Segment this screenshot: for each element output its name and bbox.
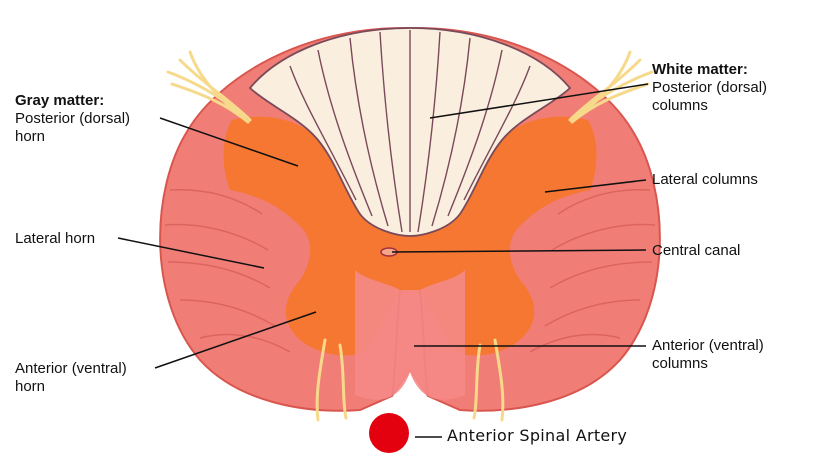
posterior-horn-line1: Posterior (dorsal) [15, 110, 131, 127]
anterior-columns-label: Anterior (ventral) columns [652, 337, 764, 373]
anterior-spinal-artery-label: Anterior Spinal Artery [447, 426, 628, 445]
central-canal-label: Central canal [652, 242, 740, 260]
central-canal-text: Central canal [652, 242, 741, 259]
posterior-columns-line2: columns [652, 97, 708, 114]
lateral-horn-text: Lateral horn [15, 230, 96, 247]
leader-lines [117, 83, 649, 438]
posterior-columns-line1: Posterior (dorsal) [652, 79, 768, 96]
posterior-horn-line2: horn [15, 128, 46, 145]
anterior-horn-line2: horn [15, 378, 46, 395]
anterior-horn-line1: Anterior (ventral) [15, 360, 127, 377]
anterior-horn-label: Anterior (ventral) horn [15, 360, 127, 396]
lateral-horn-label: Lateral horn [15, 230, 95, 248]
dorsal-rootlets-left [166, 50, 252, 124]
white-matter-posterior-columns-label: White matter: Posterior (dorsal) columns [652, 61, 767, 115]
lateral-columns-text: Lateral columns [652, 171, 758, 188]
gray-matter-posterior-horn-label: Gray matter: Posterior (dorsal) horn [15, 92, 130, 146]
ventral-rootlets [315, 338, 505, 422]
gray-matter-heading: Gray matter: [15, 92, 105, 109]
posterior-column-segments [289, 30, 531, 233]
lateral-columns-label: Lateral columns [652, 171, 758, 189]
anterior-columns-line1: Anterior (ventral) [652, 337, 764, 354]
anterior-white-commissure [355, 270, 465, 400]
white-matter-heading: White matter: [652, 61, 748, 78]
anterior-columns-line2: columns [652, 355, 708, 372]
anterior-spinal-artery-dot [369, 413, 409, 453]
